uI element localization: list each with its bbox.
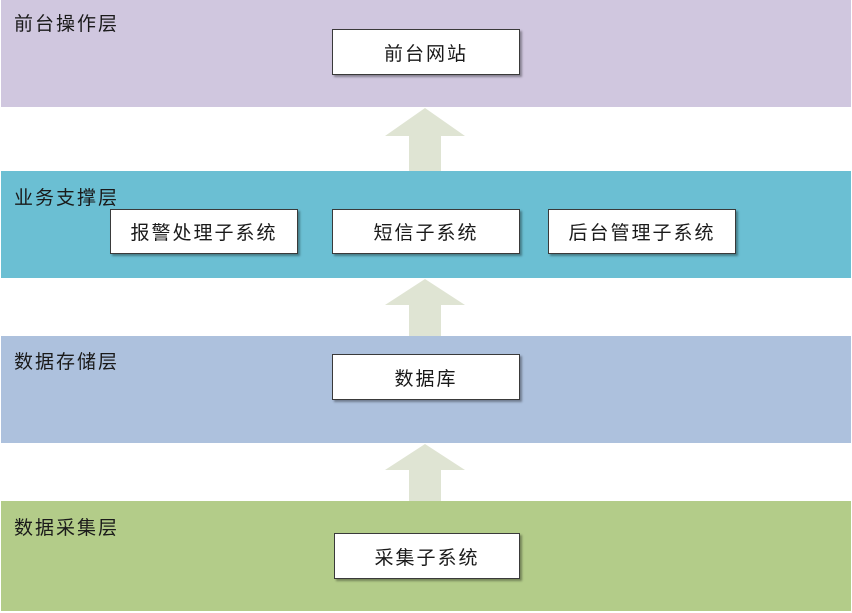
storage-layer: 数据存储层 数据库 [1,336,851,443]
frontend-layer-title: 前台操作层 [14,13,120,35]
storage-layer-title: 数据存储层 [14,351,120,373]
alarm-subsystem-box: 报警处理子系统 [110,209,298,254]
sms-subsystem-box: 短信子系统 [332,209,520,254]
database-box: 数据库 [332,354,520,400]
business-layer: 业务支撑层 报警处理子系统 短信子系统 后台管理子系统 [1,171,851,278]
arrow-shape [385,444,465,501]
up-arrow-icon [385,444,465,501]
frontend-layer: 前台操作层 前台网站 [1,0,851,107]
up-arrow-icon [385,108,465,171]
business-layer-title: 业务支撑层 [14,187,120,209]
frontend-website-box: 前台网站 [332,29,520,75]
arrow-shape [385,108,465,171]
admin-subsystem-box: 后台管理子系统 [548,209,736,254]
up-arrow-icon [385,279,465,336]
collection-layer: 数据采集层 采集子系统 [1,501,851,611]
arrow-shape [385,279,465,336]
collection-subsystem-box: 采集子系统 [334,533,520,579]
collection-layer-title: 数据采集层 [14,517,120,539]
